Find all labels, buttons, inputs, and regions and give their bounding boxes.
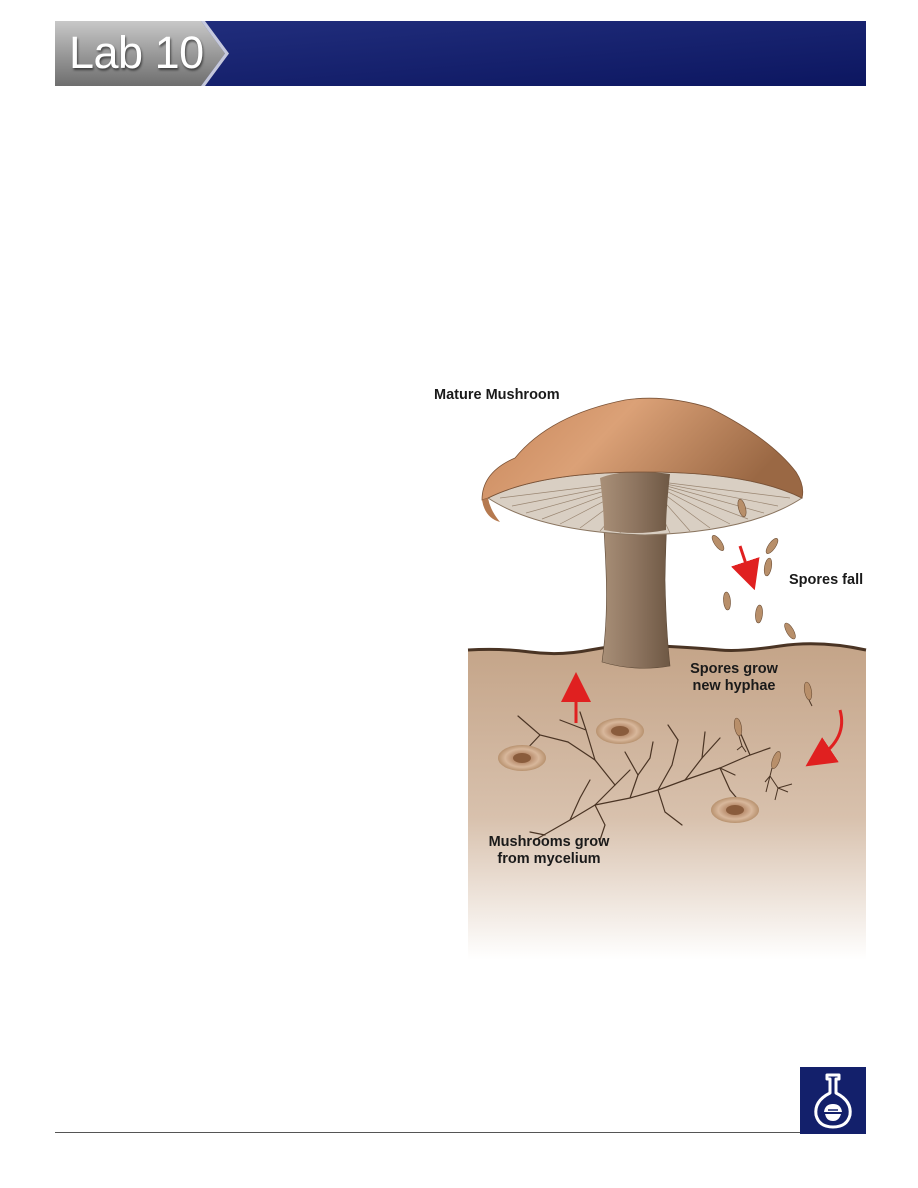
germinating-spores bbox=[733, 681, 813, 801]
lifecycle-arrows bbox=[561, 545, 844, 767]
mycelium bbox=[517, 711, 771, 841]
germinate-arrow bbox=[805, 709, 844, 767]
label-mushrooms-grow-line2: from mycelium bbox=[497, 851, 601, 867]
label-mature-mushroom: Mature Mushroom bbox=[434, 387, 560, 403]
label-spores-fall: Spores fall bbox=[789, 572, 864, 588]
flask-logo-icon bbox=[800, 1067, 866, 1134]
mycelium-knots bbox=[498, 718, 759, 823]
mushroom-cap bbox=[481, 397, 804, 501]
falling-spores bbox=[711, 498, 796, 640]
label-mushrooms-grow-line1: Mushrooms grow bbox=[488, 834, 610, 850]
mushroom-gills bbox=[486, 471, 804, 536]
header-tab bbox=[55, 21, 225, 86]
label-spores-grow-line2: new hyphae bbox=[692, 678, 776, 694]
lab-header: Lab 10 bbox=[55, 21, 866, 86]
label-spores-grow-line1: Spores grow bbox=[690, 661, 778, 677]
spores-fall-arrow bbox=[731, 545, 760, 591]
label-mushrooms-grow: Mushrooms grow from mycelium bbox=[484, 834, 614, 868]
footer-rule bbox=[55, 1132, 800, 1133]
mushroom-lifecycle-diagram: Mature Mushroom Spores fall Spores grow … bbox=[420, 380, 870, 960]
header-banner bbox=[55, 21, 866, 86]
lab-title: Lab 10 bbox=[69, 27, 204, 78]
label-spores-grow: Spores grow new hyphae bbox=[684, 661, 784, 695]
